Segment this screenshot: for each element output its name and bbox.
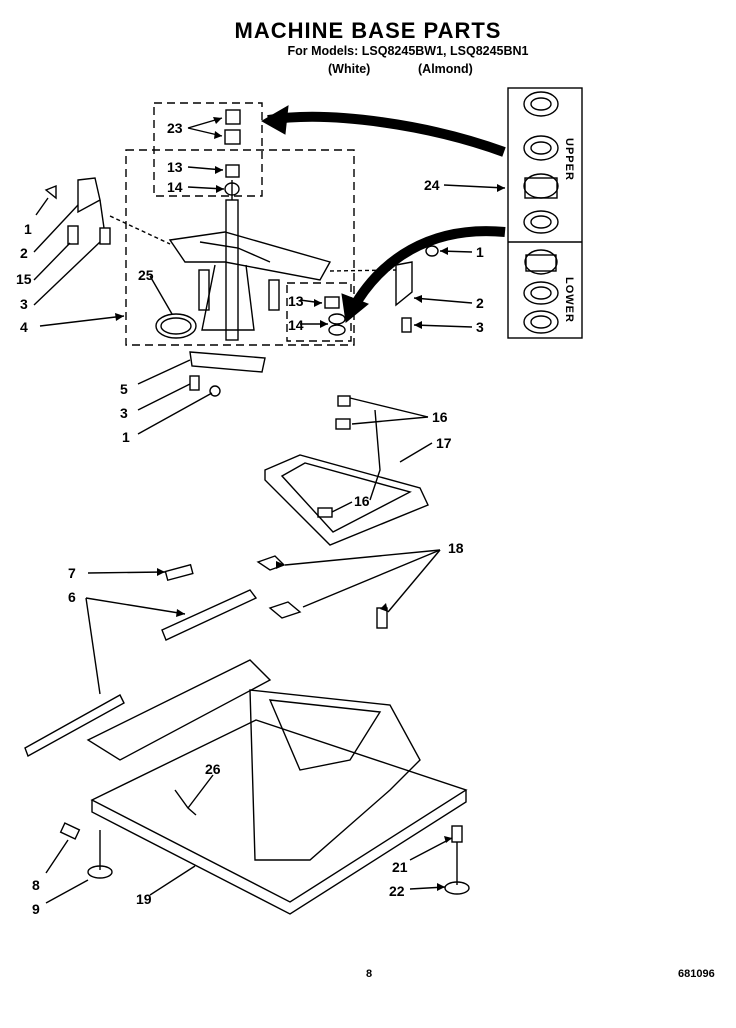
callout-5: 5 (120, 381, 128, 397)
callout-6: 6 (68, 589, 76, 605)
callout-16b: 16 (354, 493, 370, 509)
callout-2b: 2 (476, 295, 484, 311)
bearing-inset (507, 87, 583, 339)
color-white-label: (White) (328, 62, 371, 76)
tub-support-frame (264, 395, 429, 546)
callout-3c: 3 (120, 405, 128, 421)
lower-arrow (347, 226, 506, 313)
callout-4: 4 (20, 319, 28, 335)
callout-7: 7 (68, 565, 76, 581)
lower-label: LOWER (563, 277, 575, 323)
callout-1: 1 (24, 221, 32, 237)
callout-9: 9 (32, 901, 40, 917)
callout-15: 15 (16, 271, 32, 287)
callout-14: 14 (167, 179, 183, 195)
callout-1b: 1 (476, 244, 484, 260)
callout-24: 24 (424, 177, 440, 193)
callout-19: 19 (136, 891, 152, 907)
callout-1c: 1 (122, 429, 130, 445)
upper-arrow (267, 111, 506, 157)
color-almond-label: (Almond) (418, 62, 473, 76)
cabinet-base (59, 659, 470, 915)
models-line: For Models: LSQ8245BW1, LSQ8245BN1 (287, 44, 529, 58)
callout-17: 17 (436, 435, 452, 451)
transmission-box (125, 149, 355, 346)
callout-3b: 3 (476, 319, 484, 335)
lower-arrowhead (341, 293, 369, 323)
callout-25: 25 (138, 267, 154, 283)
document-code: 681096 (678, 968, 715, 980)
callout-22: 22 (389, 883, 405, 899)
callout-26: 26 (205, 761, 221, 777)
callout-21: 21 (392, 859, 408, 875)
transmission (155, 180, 332, 341)
callout-18: 18 (448, 540, 464, 556)
callout-14b: 14 (288, 317, 304, 333)
callout-16: 16 (432, 409, 448, 425)
callout-8: 8 (32, 877, 40, 893)
callout-2: 2 (20, 245, 28, 261)
callout-13b: 13 (288, 293, 304, 309)
callout-3: 3 (20, 296, 28, 312)
page-number: 8 (366, 968, 373, 980)
upper-label: UPPER (563, 138, 575, 181)
callout-23: 23 (167, 120, 183, 136)
upper-arrowhead (260, 105, 289, 135)
page-title: MACHINE BASE PARTS (234, 18, 502, 43)
callout-13: 13 (167, 159, 183, 175)
